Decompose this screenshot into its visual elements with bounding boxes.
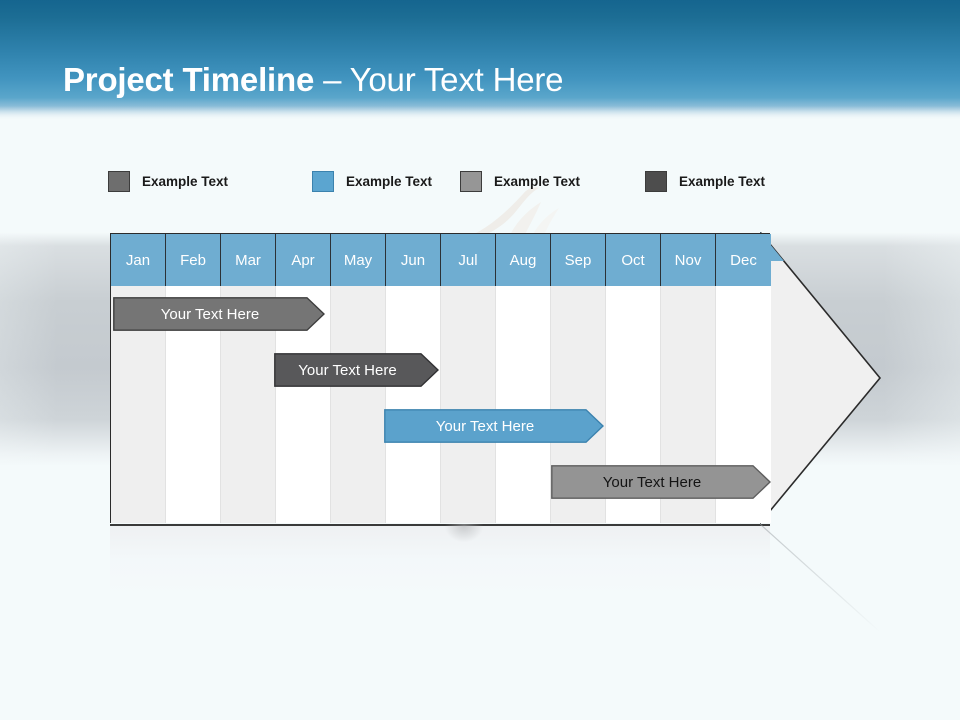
grid-column-aug: [496, 286, 551, 523]
task-bar-4[interactable]: Your Text Here: [551, 465, 771, 499]
month-cell-may[interactable]: May: [331, 234, 386, 286]
task-bar-2[interactable]: Your Text Here: [274, 353, 439, 387]
legend-item-1[interactable]: Example Text: [108, 167, 228, 195]
task-bar-label-2: Your Text Here: [298, 361, 397, 379]
table-reflection: [110, 524, 770, 636]
legend-label-3: Example Text: [494, 173, 581, 189]
grid-column-jul: [441, 286, 496, 523]
title-separator: –: [314, 61, 350, 98]
task-bar-label-3: Your Text Here: [435, 417, 535, 435]
month-cell-sep[interactable]: Sep: [551, 234, 606, 286]
task-bar-1[interactable]: Your Text Here: [113, 297, 325, 331]
title-light-part: Your Text Here: [349, 61, 564, 98]
month-cell-aug[interactable]: Aug: [496, 234, 551, 286]
legend-label-4: Example Text: [679, 173, 766, 189]
legend: Example Text Example Text Example Text E…: [108, 167, 848, 195]
legend-item-3[interactable]: Example Text: [460, 167, 580, 195]
timeline-arrow-head: [759, 229, 890, 526]
month-cell-oct[interactable]: Oct: [606, 234, 661, 286]
month-cell-dec[interactable]: Dec: [716, 234, 771, 286]
month-header-row: Jan Feb Mar Apr May Jun Jul Aug Sep Oct …: [111, 234, 771, 286]
month-cell-mar[interactable]: Mar: [221, 234, 276, 286]
arrow-head-reflection: [759, 523, 890, 633]
legend-item-4[interactable]: Example Text: [645, 167, 765, 195]
month-cell-jun[interactable]: Jun: [386, 234, 441, 286]
legend-swatch-icon-4: [645, 170, 667, 192]
timeline-table: Jan Feb Mar Apr May Jun Jul Aug Sep Oct …: [110, 233, 771, 524]
reflection-surface: [110, 524, 770, 636]
task-bar-label-4: Your Text Here: [602, 473, 702, 491]
legend-swatch-icon-3: [460, 170, 482, 192]
legend-swatch-icon-1: [108, 170, 130, 192]
grid-column-jun: [386, 286, 441, 523]
task-bar-label-1: Your Text Here: [160, 305, 260, 323]
task-bar-3[interactable]: Your Text Here: [384, 409, 604, 443]
month-cell-nov[interactable]: Nov: [661, 234, 716, 286]
legend-label-1: Example Text: [142, 173, 229, 189]
legend-label-2: Example Text: [346, 173, 433, 189]
month-cell-jul[interactable]: Jul: [441, 234, 496, 286]
reflection-blob: [445, 524, 483, 542]
task-bars-layer: Your Text Here Your Text Here Your Text …: [111, 234, 771, 524]
header-banner: [0, 0, 960, 122]
legend-swatch-icon-2: [312, 170, 334, 192]
month-cell-feb[interactable]: Feb: [166, 234, 221, 286]
grid-column-may: [331, 286, 386, 523]
legend-item-2[interactable]: Example Text: [312, 167, 432, 195]
month-cell-jan[interactable]: Jan: [111, 234, 166, 286]
month-cell-apr[interactable]: Apr: [276, 234, 331, 286]
title-bold-part: Project Timeline: [63, 61, 315, 98]
page-title: Project Timeline – Your Text Here: [63, 58, 563, 102]
